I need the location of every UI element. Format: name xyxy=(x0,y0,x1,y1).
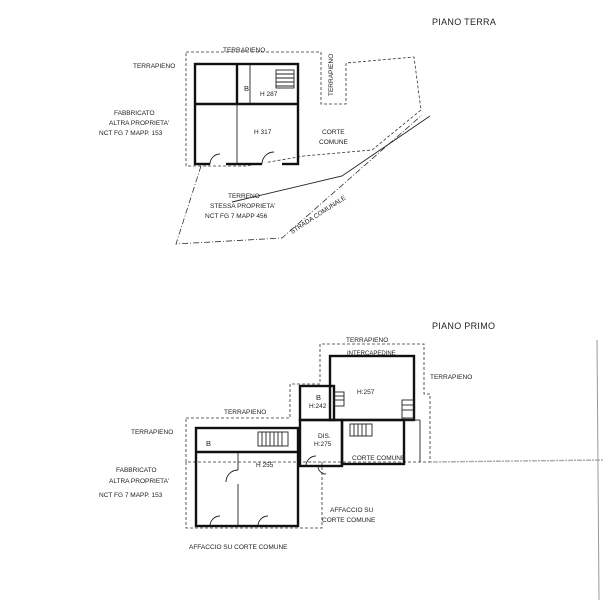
ground-height-small: H 287 xyxy=(260,91,278,98)
ground-height-main: H 317 xyxy=(254,129,272,136)
first-floor-left-building xyxy=(194,426,300,528)
first-room-b-left: B xyxy=(206,439,211,448)
road-edge xyxy=(231,115,431,203)
first-affaccio-right-line2: CORTE COMUNE xyxy=(322,517,376,524)
ground-building-other-line1: FABBRICATO xyxy=(114,110,155,117)
first-height-b-right: H:242 xyxy=(309,403,327,410)
first-corte-comune-right: CORTE COMUNE xyxy=(352,455,406,462)
ground-land-line1: TERRENO xyxy=(228,193,260,200)
first-height-left: H 255 xyxy=(256,462,274,469)
first-floor-left-stair xyxy=(257,431,289,447)
ground-floor-doors xyxy=(209,151,282,166)
first-floor-upper-room xyxy=(328,354,416,422)
first-dis-height: H:275 xyxy=(314,441,332,448)
ground-land-line2: STESSA PROPRIETA' xyxy=(210,203,275,210)
ground-corte-line1: CORTE xyxy=(322,129,345,136)
first-floor-left-doors xyxy=(209,469,269,527)
first-intercapedine: INTERCAPEDINE xyxy=(347,351,396,357)
first-room-b-right: B xyxy=(316,393,321,402)
first-floor-stairs-right xyxy=(333,391,415,437)
first-terrapieno-top: TERRAPIENO xyxy=(346,337,388,344)
road-label: STRADA COMUNALE xyxy=(289,194,348,235)
scan-edge-line xyxy=(596,339,600,600)
first-terrapieno-right: TERRAPIENO xyxy=(430,374,472,381)
ground-room-b: B xyxy=(244,84,249,93)
ground-floor-stair xyxy=(275,69,295,89)
first-dis-label: DIS. xyxy=(318,433,331,440)
first-terrapieno-left: TERRAPIENO xyxy=(131,429,173,436)
first-terrapieno-mid: TERRAPIENO xyxy=(224,409,266,416)
ground-corte-line2: COMUNE xyxy=(319,139,349,146)
first-building-other-line2: ALTRA PROPRIETA' xyxy=(109,478,169,485)
first-affaccio-right-line1: AFFACCIO SU xyxy=(330,507,374,514)
ground-floor-land-boundary xyxy=(175,114,423,245)
first-floor-lower-boundary xyxy=(185,462,323,529)
scan-edge-noise xyxy=(429,459,604,463)
first-building-other-line3: NCT FG 7 MAPP. 153 xyxy=(99,492,163,499)
ground-land-line3: NCT FG 7 MAPP 456 xyxy=(205,213,268,220)
first-floor-title: PIANO PRIMO xyxy=(432,321,495,331)
ground-building-other-line2: ALTRA PROPRIETA' xyxy=(109,120,169,127)
ground-terrapieno-top: TERRAPIENO xyxy=(223,47,265,54)
ground-terrapieno-left: TERRAPIENO xyxy=(133,63,175,70)
ground-floor-building xyxy=(193,62,300,166)
ground-building-other-line3: NCT FG 7 MAPP. 153 xyxy=(99,130,163,137)
ground-terrapieno-vertical: TERRAPIENO xyxy=(328,54,335,96)
first-affaccio-bottom: AFFACCIO SU CORTE COMUNE xyxy=(189,544,288,551)
first-height-upper: H:257 xyxy=(357,389,375,396)
first-floor-right-room xyxy=(340,418,406,466)
ground-floor-property-boundary xyxy=(185,51,422,167)
first-building-other-line1: FABBRICATO xyxy=(116,467,157,474)
first-floor-property-boundary xyxy=(185,343,431,463)
first-floor-dis-doors xyxy=(305,455,327,475)
ground-floor-title: PIANO TERRA xyxy=(432,17,496,27)
